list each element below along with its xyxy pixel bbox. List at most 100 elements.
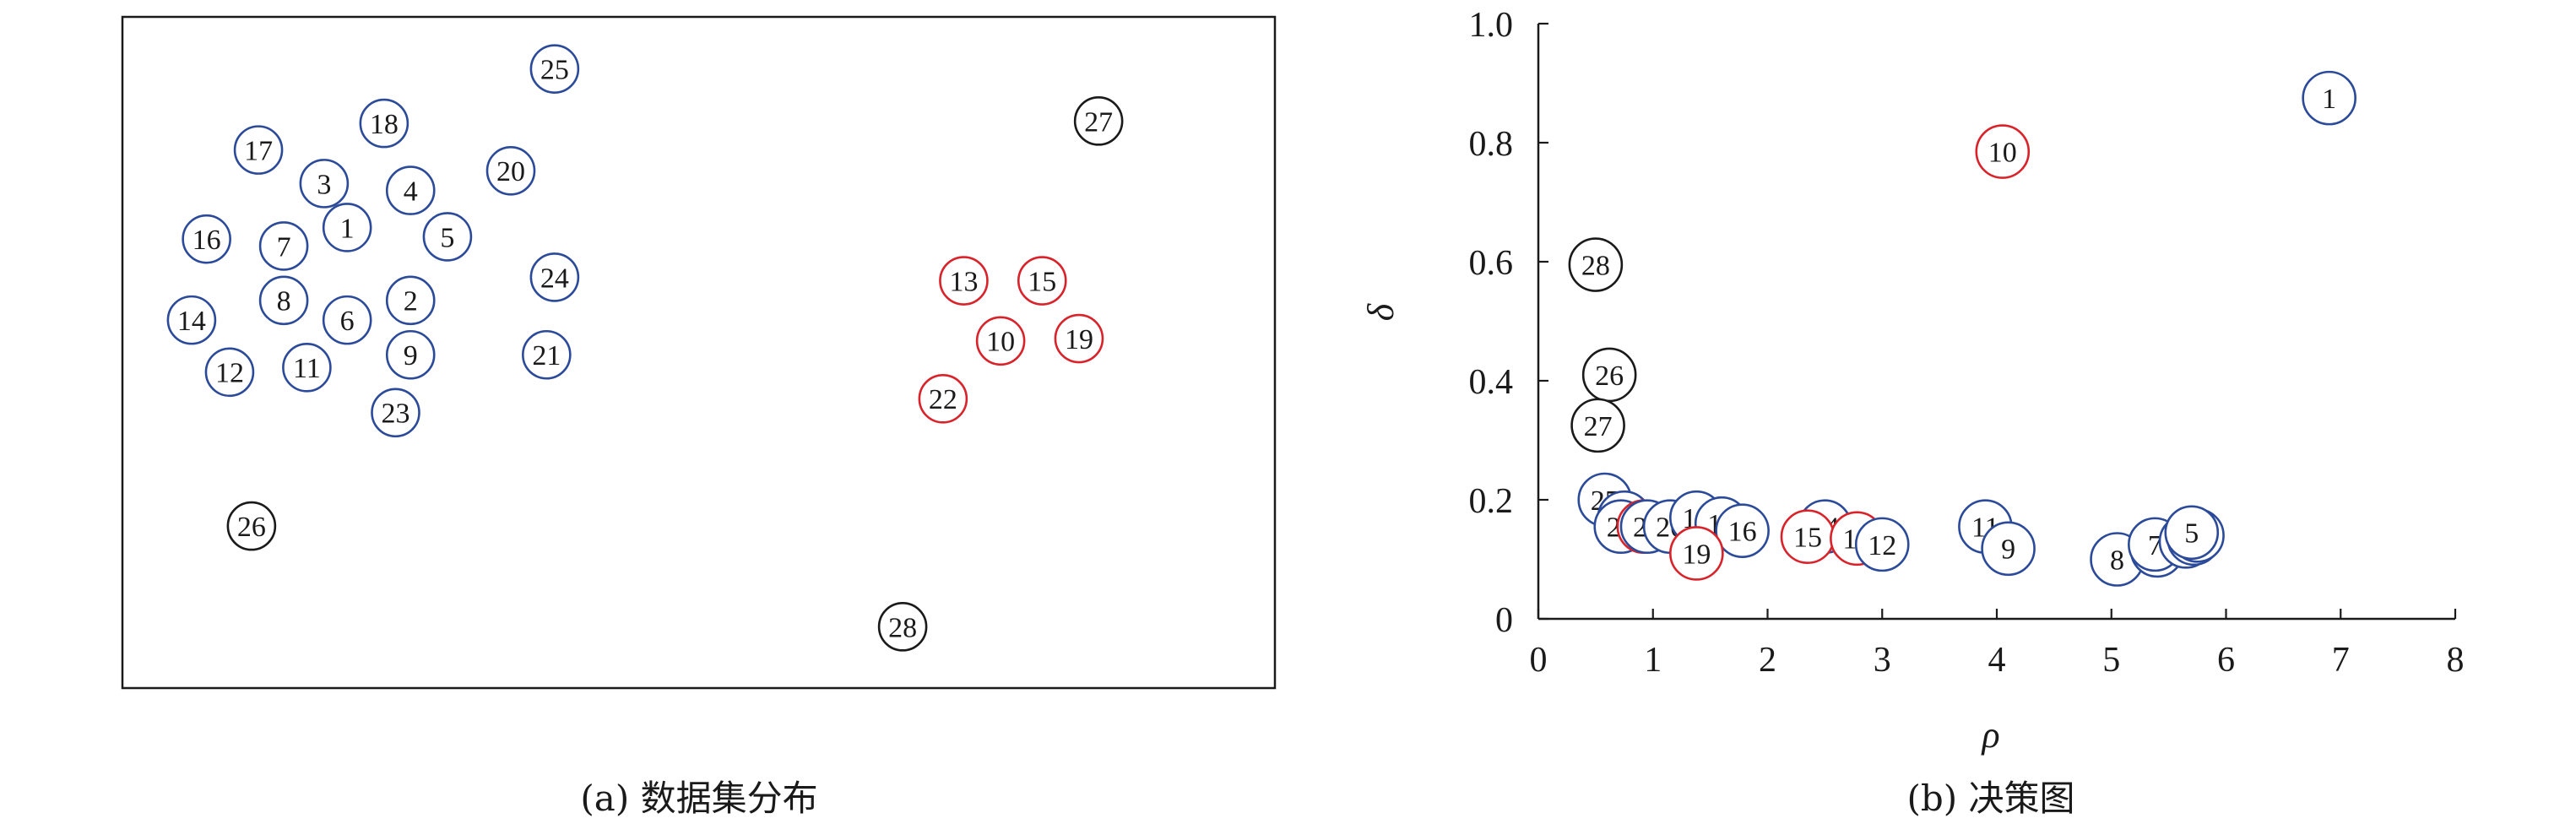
data-point: 7 — [258, 221, 309, 271]
data-point-marker — [529, 44, 580, 94]
y-tick-label: 1.0 — [1469, 6, 1514, 45]
data-point-label: 27 — [1084, 106, 1113, 138]
data-point-label: 10 — [1988, 137, 2017, 168]
data-point-label: 27 — [1584, 411, 1613, 442]
data-point-marker — [1669, 526, 1724, 581]
data-point: 5 — [2164, 505, 2220, 561]
data-point: 10 — [975, 316, 1026, 366]
data-point-marker — [226, 501, 277, 551]
data-point-label: 28 — [888, 612, 917, 643]
x-tick-label: 6 — [2217, 641, 2235, 680]
data-point-label: 15 — [1028, 266, 1056, 297]
data-point-marker — [939, 256, 989, 306]
data-point-label: 9 — [2001, 534, 2015, 566]
data-point-marker — [877, 602, 928, 652]
data-point-label: 25 — [540, 55, 569, 86]
data-point: 5 — [422, 212, 473, 262]
data-point-label: 5 — [2184, 518, 2199, 550]
data-point-label: 16 — [193, 225, 221, 256]
data-point-marker — [322, 295, 372, 345]
data-point-marker — [2302, 70, 2356, 126]
data-point-label: 3 — [317, 169, 331, 200]
data-point: 26 — [1581, 347, 1637, 403]
data-point: 2 — [385, 275, 436, 326]
x-tick-label: 2 — [1759, 641, 1776, 680]
data-point: 11 — [282, 343, 332, 393]
panel-b-points: 1102826272521242223201817161914151312119… — [1568, 70, 2356, 587]
data-point-marker — [1073, 96, 1124, 146]
data-point-label: 26 — [1595, 360, 1624, 392]
data-point-label: 24 — [540, 263, 569, 294]
x-axis-label: ρ — [1980, 714, 1999, 756]
data-point-label: 21 — [532, 340, 561, 371]
data-point: 8 — [258, 275, 309, 326]
data-point-marker — [975, 316, 1026, 366]
y-tick-label: 0.4 — [1469, 363, 1514, 402]
data-point: 25 — [529, 44, 580, 94]
data-point-marker — [385, 275, 436, 326]
x-tick-label: 8 — [2447, 641, 2465, 680]
data-point: 18 — [359, 98, 409, 149]
data-point-label: 1 — [340, 213, 355, 244]
data-point-marker — [1568, 237, 1624, 292]
data-point-label: 11 — [293, 353, 321, 384]
data-point: 13 — [939, 256, 989, 306]
data-point-marker — [371, 388, 420, 438]
data-point-marker — [1570, 398, 1625, 453]
data-point: 16 — [1715, 503, 1770, 558]
data-point-label: 23 — [382, 398, 410, 430]
data-point: 9 — [1981, 521, 2036, 577]
data-point-marker — [529, 252, 580, 302]
data-point-label: 10 — [986, 327, 1015, 358]
data-point: 19 — [1669, 526, 1724, 581]
data-point-marker — [1975, 124, 2031, 179]
x-tick-label: 3 — [1874, 641, 1891, 680]
data-point-marker — [233, 125, 284, 175]
y-tick-label: 0.8 — [1469, 125, 1514, 164]
data-point-label: 8 — [277, 286, 291, 317]
data-point: 15 — [1017, 256, 1067, 306]
data-point: 14 — [166, 295, 217, 345]
caption-a: (a) 数据集分布 — [580, 778, 817, 819]
data-point-label: 20 — [496, 156, 525, 187]
data-point: 24 — [529, 252, 580, 302]
data-point-marker — [322, 203, 372, 252]
data-point-label: 9 — [404, 340, 418, 371]
data-point-label: 8 — [2110, 545, 2124, 576]
data-point: 3 — [299, 159, 350, 209]
caption-b: (b) 决策图 — [1906, 778, 2074, 819]
data-point-label: 19 — [1065, 324, 1093, 355]
data-point: 1 — [2302, 70, 2356, 126]
data-point: 6 — [322, 295, 372, 345]
x-tick-label: 7 — [2332, 641, 2350, 680]
y-axis-label: δ — [1360, 302, 1402, 321]
data-point: 28 — [877, 602, 928, 652]
data-point-marker — [359, 98, 409, 149]
data-point-marker — [1017, 256, 1067, 306]
data-point-label: 26 — [237, 512, 266, 543]
data-point-label: 1 — [2322, 84, 2336, 115]
y-tick-label: 0 — [1495, 601, 1513, 640]
data-point-label: 19 — [1682, 539, 1711, 570]
data-point-label: 18 — [370, 109, 399, 140]
data-point-marker — [1854, 517, 1910, 572]
data-point-label: 28 — [1581, 250, 1610, 281]
data-point-marker — [182, 214, 231, 264]
data-point-label: 14 — [177, 306, 206, 337]
y-tick-label: 0.2 — [1469, 482, 1514, 521]
y-tick-label: 0.6 — [1469, 244, 1514, 283]
data-point-label: 2 — [404, 286, 418, 317]
data-point-marker — [385, 329, 436, 380]
x-tick-label: 5 — [2102, 641, 2120, 680]
data-point-label: 16 — [1728, 517, 1757, 548]
data-point: 26 — [226, 501, 277, 551]
data-point-marker — [258, 275, 309, 326]
data-point: 22 — [918, 374, 968, 424]
data-point-label: 15 — [1793, 523, 1822, 554]
data-point-marker — [522, 329, 572, 380]
data-point: 4 — [385, 165, 436, 215]
data-point: 19 — [1054, 313, 1104, 364]
